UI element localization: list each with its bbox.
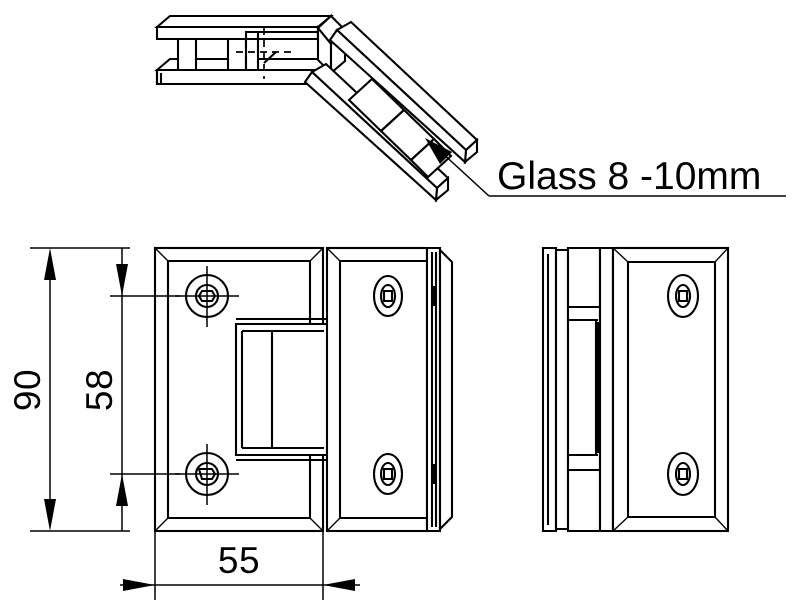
dimension-label-58: 58: [79, 369, 120, 411]
glass-note-leader: [425, 138, 786, 197]
front-door-screw-top: [372, 274, 404, 318]
dimension-width-55: 55: [120, 531, 360, 600]
iso-detail-hook: [263, 51, 277, 64]
dimension-label-55: 55: [218, 540, 260, 581]
glass-thickness-note: Glass 8 -10mm: [497, 155, 761, 198]
dimension-height-90: 90: [7, 247, 130, 532]
isometric-view: [154, 13, 786, 203]
side-main-body: [598, 246, 730, 533]
dimension-label-90: 90: [7, 369, 48, 411]
side-screw-bottom: [666, 451, 700, 497]
front-hinge-knuckle: [234, 317, 332, 462]
dimension-spacing-58: 58: [79, 248, 180, 531]
front-door-screw-bottom: [372, 452, 404, 496]
iso-angled-arm-upper-rail: [328, 20, 479, 165]
front-plate-edge-detail: [425, 246, 454, 533]
iso-centerline-cross: [236, 28, 293, 79]
front-screw-hole-top: [175, 266, 239, 327]
iso-upper-jaw: [154, 13, 334, 42]
iso-glass-pad-segments: [347, 77, 453, 179]
iso-clamp-body: [176, 30, 318, 72]
front-screw-hole-bottom: [175, 444, 239, 505]
side-screw-top: [666, 273, 700, 319]
side-clamp-section: [541, 246, 602, 533]
front-view: [153, 246, 454, 533]
side-view: [541, 246, 730, 533]
